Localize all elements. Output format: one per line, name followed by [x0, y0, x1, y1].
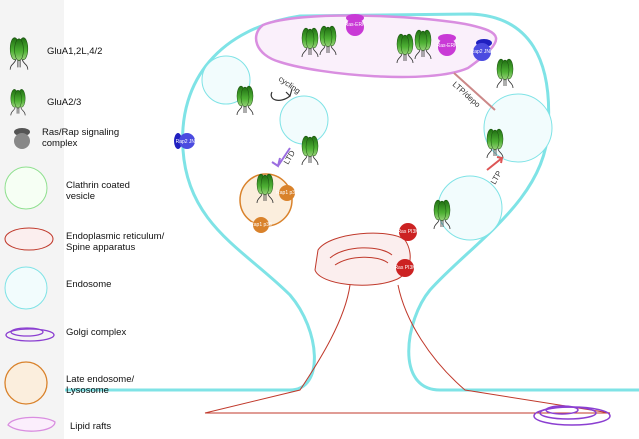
- glua-receptor: [236, 85, 254, 116]
- legend-label-lysosome: Late endosome/ Lysosome: [66, 374, 135, 396]
- legend-label-lipid-rafts: Lipid rafts: [70, 421, 112, 432]
- legend-label-clathrin: Clathrin coated vesicle: [66, 180, 130, 202]
- ras-erk-complex: Ras-ERK: [437, 34, 459, 56]
- cycling-label: cycling: [277, 74, 302, 95]
- svg-text:Ras-ERK: Ras-ERK: [437, 43, 459, 49]
- glua2-receptor-icon: [10, 88, 26, 116]
- rap2-jnk-complex: Rap2 JNK: [471, 39, 494, 61]
- rap1-p38-complex: Rap1 p38: [250, 217, 272, 233]
- ras-pi3k-complex: Ras PI3K: [394, 259, 416, 277]
- ltp-arrow-icon: [486, 156, 504, 171]
- ltd-arrow-icon: [271, 147, 291, 168]
- rap1-p38-complex: Rap1 p38: [276, 185, 298, 201]
- legend-label-glua1: GluA1,2L,4/2: [47, 46, 103, 57]
- endosome-icon: [4, 266, 48, 310]
- svg-text:Rap2 JNK: Rap2 JNK: [471, 49, 494, 55]
- svg-text:Ras-ERK: Ras-ERK: [345, 22, 367, 28]
- lipid-raft: [254, 14, 498, 79]
- golgi-complex: [533, 405, 611, 426]
- legend-label-golgi: Golgi complex: [66, 327, 127, 338]
- glua-receptor: [496, 58, 514, 89]
- rap2-jnk-complex: Rap2 JNK: [174, 133, 199, 149]
- ras-erk-complex: Ras-ERK: [345, 14, 367, 36]
- svg-text:Ras PI3K: Ras PI3K: [397, 229, 419, 235]
- svg-text:Rap2 JNK: Rap2 JNK: [176, 139, 199, 145]
- er-icon: [4, 227, 54, 251]
- svg-text:Ras PI3K: Ras PI3K: [394, 265, 416, 271]
- glua1-receptor-icon: [9, 37, 29, 71]
- lysosome-icon: [4, 361, 48, 405]
- signaling-complex-icon: [14, 128, 30, 149]
- svg-text:Rap1 p38: Rap1 p38: [276, 190, 298, 196]
- ltp-label: LTP: [489, 169, 504, 186]
- clathrin-vesicle-icon: [4, 166, 48, 210]
- ras-pi3k-complex: Ras PI3K: [397, 223, 419, 241]
- legend-label-signaling: Ras/Rap signaling complex: [42, 127, 120, 149]
- clathrin-vesicle: [279, 95, 329, 145]
- cycling-arrow-icon: [270, 88, 293, 101]
- legend-label-glua2: GluA2/3: [47, 97, 82, 108]
- golgi-icon: [5, 327, 55, 342]
- ltp-depo-arrow-icon: [453, 72, 496, 111]
- glua-receptor: [301, 135, 319, 166]
- spine-apparatus: [204, 232, 611, 414]
- legend-label-er: Endoplasmic reticulum/ Spine apparatus: [66, 231, 165, 253]
- legend-label-endosome: Endosome: [66, 279, 112, 290]
- lipid-raft-icon: [7, 416, 56, 432]
- svg-text:Rap1 p38: Rap1 p38: [250, 222, 272, 228]
- ltd-label: LTD: [282, 149, 297, 166]
